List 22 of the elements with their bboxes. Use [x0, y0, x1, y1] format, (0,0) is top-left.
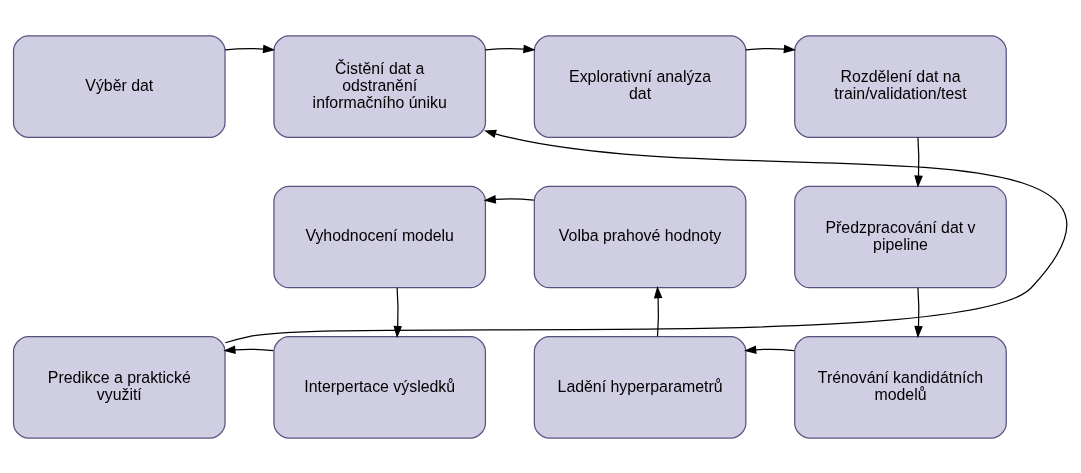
arrow [914, 136, 923, 188]
arrow [393, 286, 402, 338]
node-box: Předzpracování dat v pipeline [794, 185, 1007, 288]
arrow [744, 345, 795, 354]
arrow [745, 44, 797, 53]
arrow [224, 44, 276, 53]
arrow [914, 286, 923, 338]
arrow [484, 44, 536, 53]
node-box: Čistění dat a odstranění informačního úniku [273, 34, 487, 138]
node-box: Vyhodnocení modelu [273, 185, 487, 288]
node-box: Predikce a praktické využití [12, 335, 226, 439]
node-box: Volba prahové hodnoty [533, 185, 747, 288]
arrow [653, 285, 663, 337]
node-box: Explorativní analýza dat [533, 34, 747, 138]
node-box: Interpertace výsledků [273, 335, 487, 439]
arrow [224, 129, 1067, 343]
arrow [483, 194, 535, 204]
node-box: Rozdělení dat na train/validation/test [794, 34, 1007, 138]
node-box: Výběr dat [12, 34, 226, 138]
arrow [223, 345, 274, 354]
node-box: Trénování kandidátních modelů [794, 335, 1007, 439]
node-box: Ladění hyperparametrů [533, 335, 747, 439]
